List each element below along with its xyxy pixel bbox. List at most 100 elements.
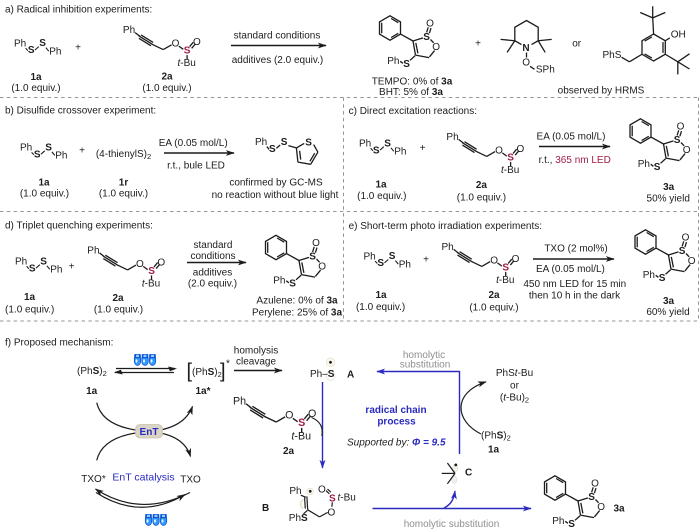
svg-text:2a: 2a bbox=[488, 290, 500, 301]
svg-text:(1.0 equiv.): (1.0 equiv.) bbox=[5, 305, 54, 316]
svg-text:(1.0 equiv.): (1.0 equiv.) bbox=[11, 83, 60, 94]
svg-text:2a: 2a bbox=[112, 293, 124, 304]
svg-text:EnT: EnT bbox=[140, 427, 159, 438]
svg-text:confirmed by GC-MS: confirmed by GC-MS bbox=[229, 178, 323, 189]
svg-text:TXO: TXO bbox=[180, 475, 201, 486]
svg-text:1r: 1r bbox=[119, 178, 129, 189]
svg-text:*: * bbox=[226, 359, 230, 370]
svg-text:(PhS)2: (PhS)2 bbox=[77, 366, 107, 378]
svg-text:C: C bbox=[465, 467, 472, 478]
svg-text:(1.0 equiv.): (1.0 equiv.) bbox=[356, 302, 405, 313]
svg-text:2a: 2a bbox=[476, 180, 488, 191]
svg-text:Φ = 9.5: Φ = 9.5 bbox=[412, 438, 446, 449]
svg-text:+: + bbox=[423, 255, 429, 266]
svg-text:f) Proposed mechanism:: f) Proposed mechanism: bbox=[5, 338, 113, 349]
svg-text:[: [ bbox=[187, 361, 193, 383]
svg-text:Ph: Ph bbox=[255, 137, 267, 148]
svg-text:conditions: conditions bbox=[190, 251, 235, 262]
svg-text:additives (2.0 equiv.): additives (2.0 equiv.) bbox=[232, 55, 324, 66]
svg-text:Supported by:: Supported by: bbox=[347, 438, 409, 449]
svg-text:homolytic: homolytic bbox=[403, 350, 445, 361]
svg-text:(PhS)2: (PhS)2 bbox=[481, 431, 511, 443]
svg-text:+: + bbox=[475, 39, 481, 50]
svg-text:or: or bbox=[510, 381, 520, 392]
svg-text:1a: 1a bbox=[375, 179, 387, 190]
svg-text:substitution: substitution bbox=[400, 360, 451, 371]
svg-text:+: + bbox=[69, 262, 75, 273]
svg-text:S: S bbox=[329, 493, 336, 504]
svg-text:c) Direct excitation reactions: c) Direct excitation reactions: bbox=[349, 106, 477, 117]
svg-text:B: B bbox=[262, 503, 269, 514]
svg-text:process: process bbox=[377, 417, 416, 428]
svg-text:(1.0 equiv.): (1.0 equiv.) bbox=[94, 305, 143, 316]
svg-text:3a: 3a bbox=[613, 504, 625, 515]
svg-text:r.t., bule LED: r.t., bule LED bbox=[167, 161, 225, 172]
svg-text:Perylene: 25% of 3a: Perylene: 25% of 3a bbox=[252, 307, 342, 318]
svg-text:450 nm LED for 15 min: 450 nm LED for 15 min bbox=[523, 279, 626, 290]
svg-text:(t-Bu)2: (t-Bu)2 bbox=[500, 393, 529, 405]
svg-text:homolysis: homolysis bbox=[234, 346, 278, 357]
svg-text:50% yield: 50% yield bbox=[647, 194, 690, 205]
svg-text:radical chain: radical chain bbox=[365, 405, 426, 416]
svg-text:EnT catalysis: EnT catalysis bbox=[112, 472, 174, 484]
svg-text:2a: 2a bbox=[161, 72, 173, 83]
svg-text:t-Bu: t-Bu bbox=[338, 492, 356, 503]
svg-text:(1.0 equiv.): (1.0 equiv.) bbox=[357, 191, 406, 202]
svg-text:TXO*: TXO* bbox=[81, 474, 106, 485]
svg-text:O: O bbox=[522, 57, 530, 68]
svg-text:EA (0.05 mol/L): EA (0.05 mol/L) bbox=[536, 264, 605, 275]
svg-text:EA (0.05 mol/L): EA (0.05 mol/L) bbox=[537, 132, 606, 143]
svg-text:then 10 h in the dark: then 10 h in the dark bbox=[529, 291, 621, 302]
svg-text:1a: 1a bbox=[30, 72, 42, 83]
svg-text:(1.0 equiv.): (1.0 equiv.) bbox=[20, 189, 69, 200]
svg-text:2a: 2a bbox=[283, 446, 295, 457]
svg-text:d) Triplet quenching experimen: d) Triplet quenching experiments: bbox=[5, 221, 153, 232]
svg-text:PhS: PhS bbox=[289, 513, 308, 524]
svg-text:1a: 1a bbox=[24, 292, 36, 303]
svg-text:additives: additives bbox=[193, 268, 232, 279]
svg-text:SPh: SPh bbox=[536, 64, 555, 75]
svg-text:1a*: 1a* bbox=[195, 386, 210, 397]
svg-text:N: N bbox=[522, 43, 529, 54]
svg-text:+: + bbox=[75, 43, 81, 54]
svg-text:1a: 1a bbox=[38, 178, 50, 189]
svg-text:a) Radical inhibition experime: a) Radical inhibition experiments: bbox=[5, 5, 152, 16]
svg-text:homolytic substitution: homolytic substitution bbox=[404, 519, 500, 530]
svg-text:TXO (2 mol%): TXO (2 mol%) bbox=[544, 244, 607, 255]
svg-text:3a: 3a bbox=[663, 296, 675, 307]
svg-text:observed by HRMS: observed by HRMS bbox=[558, 86, 645, 97]
svg-text:3a: 3a bbox=[663, 182, 675, 193]
svg-text:Ph: Ph bbox=[289, 486, 301, 497]
svg-text:Ph–S: Ph–S bbox=[310, 369, 335, 380]
svg-text:TEMPO: 0% of 3a: TEMPO: 0% of 3a bbox=[372, 77, 453, 88]
svg-text:S: S bbox=[281, 137, 288, 148]
svg-text:no reaction without blue light: no reaction without blue light bbox=[212, 190, 339, 201]
svg-text:60% yield: 60% yield bbox=[646, 307, 689, 318]
svg-text:(4-thienylS)2: (4-thienylS)2 bbox=[96, 149, 151, 161]
svg-text:1a: 1a bbox=[375, 290, 387, 301]
svg-text:Azulene: 0% of 3a: Azulene: 0% of 3a bbox=[256, 296, 338, 307]
svg-text:PhS: PhS bbox=[603, 50, 622, 61]
svg-text:]: ] bbox=[220, 361, 226, 383]
svg-text:EA (0.05 mol/L): EA (0.05 mol/L) bbox=[159, 138, 228, 149]
svg-text:cleavage: cleavage bbox=[236, 357, 276, 368]
svg-text:(1.0 equiv.): (1.0 equiv.) bbox=[142, 83, 191, 94]
svg-text:1a: 1a bbox=[488, 445, 500, 456]
svg-text:r.t., 365 nm LED: r.t., 365 nm LED bbox=[539, 155, 611, 166]
svg-text:S: S bbox=[269, 144, 276, 155]
svg-text:PhSt-Bu: PhSt-Bu bbox=[496, 368, 533, 379]
svg-text:OH: OH bbox=[671, 30, 686, 41]
svg-text:e) Short-term photo irradiatio: e) Short-term photo irradiation experime… bbox=[349, 221, 542, 232]
svg-text:(1.0 equiv.): (1.0 equiv.) bbox=[457, 193, 506, 204]
svg-text:+: + bbox=[420, 143, 426, 154]
svg-text:or: or bbox=[572, 39, 582, 50]
svg-text:A: A bbox=[347, 370, 354, 381]
svg-text:(PhS)2: (PhS)2 bbox=[192, 367, 222, 379]
svg-text:S: S bbox=[305, 137, 312, 148]
svg-text:standard conditions: standard conditions bbox=[234, 31, 321, 42]
svg-text:(1.0 equiv.): (1.0 equiv.) bbox=[469, 303, 518, 314]
svg-text:standard: standard bbox=[194, 240, 233, 251]
svg-text:O: O bbox=[328, 507, 336, 518]
svg-text:b) Disulfide crossover experim: b) Disulfide crossover experiment: bbox=[5, 106, 156, 117]
svg-text:1a: 1a bbox=[86, 386, 98, 397]
